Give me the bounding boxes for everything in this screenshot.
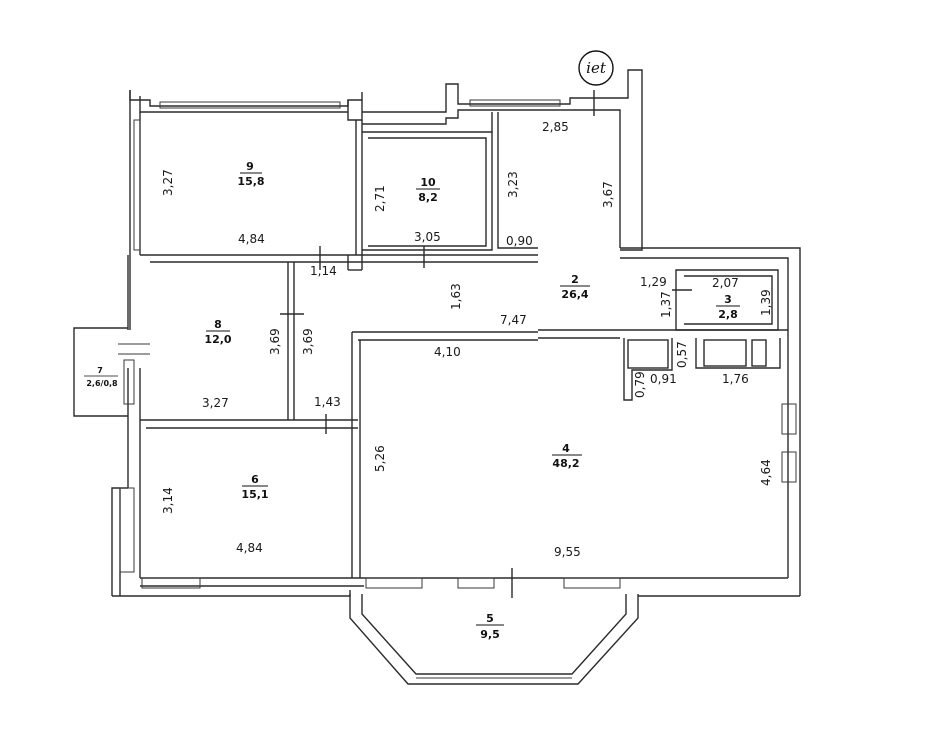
- svg-text:4: 4: [562, 442, 570, 455]
- room-7-label: 7 2,6/0,8: [84, 366, 118, 388]
- room-5-label: 5 9,5: [476, 612, 504, 641]
- dim-label: 1,29: [640, 275, 667, 289]
- dimension-labels: 2,85 3,27 4,84 2,71 3,05 3,23 3,67 0,90 …: [161, 120, 773, 559]
- svg-text:15,1: 15,1: [241, 488, 268, 501]
- interior-walls: [140, 112, 788, 578]
- dim-label: 7,47: [500, 313, 527, 327]
- svg-text:6: 6: [251, 473, 259, 486]
- balcony-5: [349, 594, 639, 685]
- svg-text:12,0: 12,0: [204, 333, 231, 346]
- dim-label: 1,39: [759, 289, 773, 316]
- svg-text:9,5: 9,5: [480, 628, 500, 641]
- dim-label: 4,64: [759, 459, 773, 486]
- dim-label: 0,57: [675, 341, 689, 368]
- dim-label: 0,90: [506, 234, 533, 248]
- dim-label: 3,27: [161, 169, 175, 196]
- dim-label: 2,85: [542, 120, 569, 134]
- logo-text: iet: [586, 59, 607, 77]
- room-8-label: 8 12,0: [204, 318, 231, 346]
- svg-text:2: 2: [571, 273, 579, 286]
- dim-label: 0,91: [650, 372, 677, 386]
- dim-label: 3,27: [202, 396, 229, 410]
- svg-text:8,2: 8,2: [418, 191, 438, 204]
- dim-label: 4,84: [236, 541, 263, 555]
- room-10-label: 10 8,2: [416, 176, 440, 204]
- dim-label: 1,63: [449, 283, 463, 310]
- room-3-label: 3 2,8: [716, 293, 740, 321]
- dim-label: 1,76: [722, 372, 749, 386]
- balcony-7: [73, 327, 150, 417]
- svg-text:10: 10: [420, 176, 436, 189]
- dim-label: 3,05: [414, 230, 441, 244]
- dim-label: 3,69: [301, 328, 315, 355]
- dim-label: 1,43: [314, 395, 341, 409]
- svg-text:8: 8: [214, 318, 222, 331]
- svg-text:9: 9: [246, 160, 254, 173]
- svg-text:7: 7: [97, 366, 103, 375]
- dim-label: 1,37: [659, 291, 673, 318]
- room-labels: 9 15,8 10 8,2 2 26,4 3 2,8 8 12,0 7 2,6/…: [84, 160, 740, 641]
- dim-label: 1,14: [310, 264, 337, 278]
- dim-label: 2,07: [712, 276, 739, 290]
- dim-label: 2,71: [373, 185, 387, 212]
- logo-badge: iet: [578, 50, 614, 86]
- dim-label: 4,84: [238, 232, 265, 246]
- room-4-label: 4 48,2: [552, 442, 582, 470]
- svg-text:2,8: 2,8: [718, 308, 738, 321]
- room-6-label: 6 15,1: [241, 473, 268, 501]
- dim-label: 9,55: [554, 545, 581, 559]
- windows: [119, 99, 797, 589]
- svg-text:3: 3: [724, 293, 732, 306]
- dim-label: 3,67: [601, 181, 615, 208]
- room-2-label: 2 26,4: [560, 273, 590, 301]
- svg-text:48,2: 48,2: [552, 457, 579, 470]
- svg-text:15,8: 15,8: [237, 175, 264, 188]
- svg-text:26,4: 26,4: [561, 288, 588, 301]
- door-marks: [280, 90, 692, 598]
- dim-label: 3,69: [268, 328, 282, 355]
- dim-label: 3,14: [161, 487, 175, 514]
- svg-text:2,6/0,8: 2,6/0,8: [86, 379, 118, 388]
- dim-label: 4,10: [434, 345, 461, 359]
- dim-label: 3,23: [506, 171, 520, 198]
- dim-label: 5,26: [373, 445, 387, 472]
- dim-label: 0,79: [633, 371, 647, 398]
- svg-text:5: 5: [486, 612, 494, 625]
- room-9-label: 9 15,8: [237, 160, 264, 188]
